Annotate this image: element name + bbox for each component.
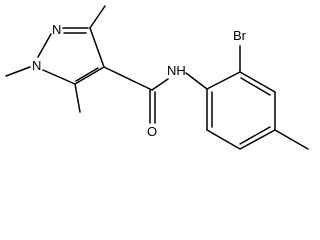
bonds xyxy=(5,5,309,150)
atom-label-amide-nh: NH xyxy=(167,63,186,78)
bond-ar-c4-c5 xyxy=(239,129,276,150)
bond-ar-methyl xyxy=(274,129,309,150)
bond-ar-c2-c3 xyxy=(239,71,276,93)
molecule-drawing: N N NH O Br xyxy=(5,5,309,150)
atom-label-oxygen: O xyxy=(147,124,157,139)
bond-ar-c4-c5-double xyxy=(239,126,271,145)
bond-c4-c5-double xyxy=(75,67,99,82)
atom-labels: N N NH O Br xyxy=(32,22,247,139)
bond-n2-n1 xyxy=(37,33,52,58)
bond-carbonyl-n xyxy=(151,78,169,91)
bond-ar-c2-c3-double xyxy=(240,77,271,96)
atom-label-bromine: Br xyxy=(233,28,247,43)
structure-diagram: N N NH O Br xyxy=(5,5,309,150)
bond-c3-c4 xyxy=(89,27,105,68)
bond-c3-methyl xyxy=(89,5,106,29)
atom-label-n2: N xyxy=(52,22,61,37)
bond-ar-c5-c6 xyxy=(206,129,241,150)
bond-c5-methyl xyxy=(74,83,81,113)
atom-label-n1: N xyxy=(32,58,41,73)
bond-c5-n1 xyxy=(42,69,76,85)
bond-n1-methyl xyxy=(5,66,31,77)
bond-c4-c5 xyxy=(74,66,105,85)
bond-c4-carbonyl xyxy=(103,66,153,91)
bond-n-aryl xyxy=(185,72,208,90)
bond-ar-c1-c2 xyxy=(206,71,241,90)
